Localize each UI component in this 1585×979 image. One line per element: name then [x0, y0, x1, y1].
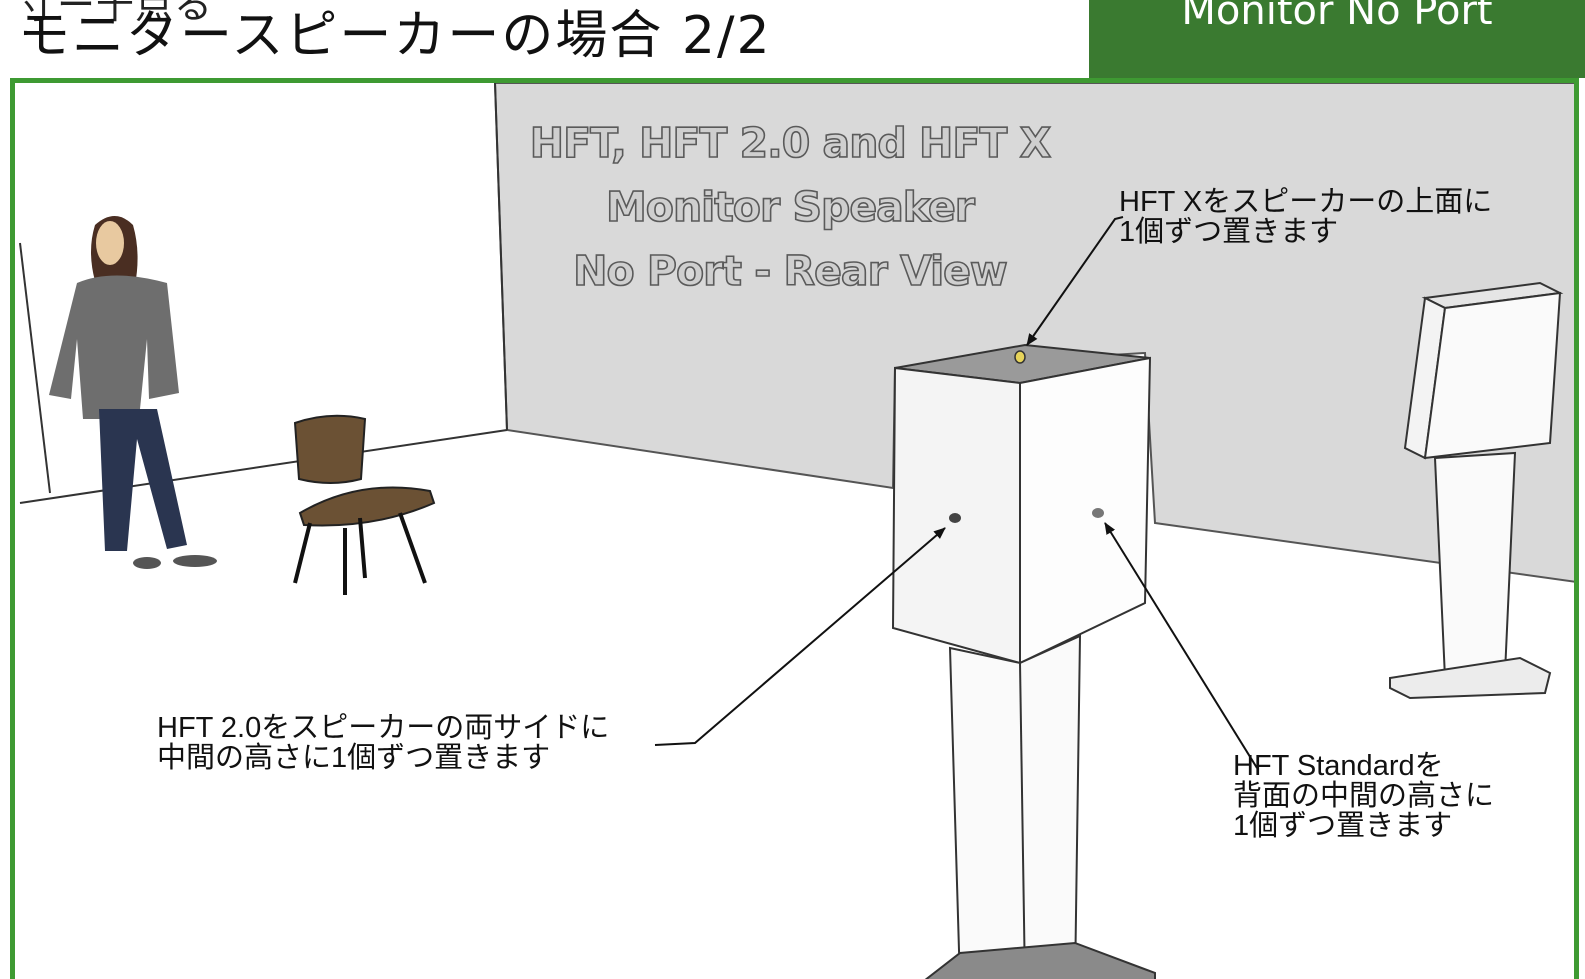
callout-hft-standard: HFT Standardを 背面の中間の高さに 1個ずつ置きます: [1233, 751, 1494, 841]
chair-figure: [293, 414, 436, 595]
callout-line: HFT Standardを: [1233, 750, 1444, 782]
header-subtitle-cut: 寸ー千点る: [18, 0, 214, 27]
floor-left-line: [19, 429, 508, 504]
main-speaker: [891, 343, 1156, 979]
arrow-hft-x: [1026, 216, 1124, 346]
page-title: モニタースピーカーの場合 2/2: [18, 6, 772, 66]
callout-hft-x: HFT Xをスピーカーの上面に 1個ずつ置きます: [1119, 187, 1492, 247]
hft-standard-marker: [1092, 508, 1104, 518]
back-wall: [493, 83, 1574, 583]
category-badge: Monitor No Port: [1089, 0, 1585, 78]
callout-line: 背面の中間の高さに: [1233, 780, 1495, 812]
hft-x-marker: [1014, 350, 1026, 364]
callout-line: 中間の高さに1個ずつ置きます: [157, 742, 551, 774]
wall-title-line: Monitor Speaker: [605, 182, 976, 232]
left-wall-edge: [19, 242, 51, 494]
wall-title-line: No Port - Rear View: [572, 246, 1008, 296]
hft-20-marker: [949, 513, 961, 523]
wall-corner-line: [494, 83, 508, 431]
callout-line: 1個ずつ置きます: [1119, 216, 1339, 248]
badge-label: Monitor No Port: [1181, 0, 1493, 34]
room-illustration: [15, 83, 1574, 979]
illustration-frame: HFT, HFT 2.0 and HFT X Monitor Speaker N…: [10, 78, 1579, 979]
person-figure: [49, 216, 217, 569]
rear-speaker-right: [1389, 281, 1564, 700]
callout-hft-20: HFT 2.0をスピーカーの両サイドに 中間の高さに1個ずつ置きます: [157, 713, 609, 773]
wall-title: HFT, HFT 2.0 and HFT X Monitor Speaker N…: [520, 111, 1060, 303]
callout-line: HFT 2.0をスピーカーの両サイドに: [157, 712, 610, 744]
arrow-hft-20: [654, 527, 946, 746]
callout-line: 1個ずつ置きます: [1233, 810, 1453, 842]
wall-title-line: HFT, HFT 2.0 and HFT X: [529, 118, 1052, 168]
callout-line: HFT Xをスピーカーの上面に: [1119, 186, 1493, 218]
arrow-hft-standard: [1104, 522, 1258, 769]
